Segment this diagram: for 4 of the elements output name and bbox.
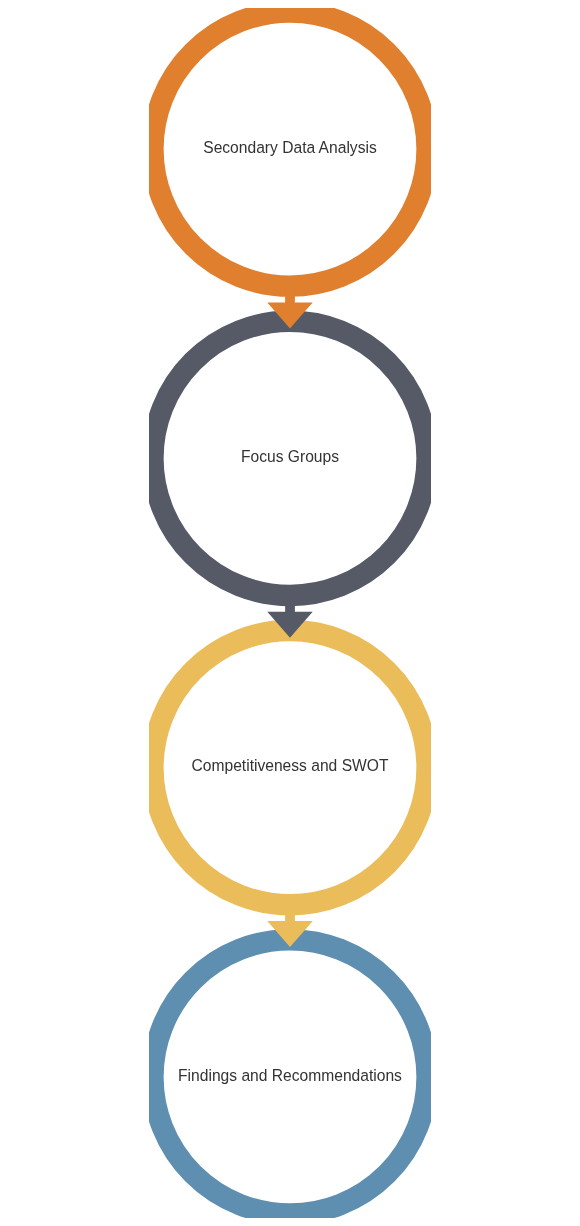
node-circle: Secondary Data Analysis bbox=[149, 8, 431, 297]
node-circle: Findings and Recommendations bbox=[149, 929, 431, 1218]
node-circle: Competitiveness and SWOT bbox=[149, 619, 431, 916]
node-circle: Focus Groups bbox=[149, 310, 431, 607]
